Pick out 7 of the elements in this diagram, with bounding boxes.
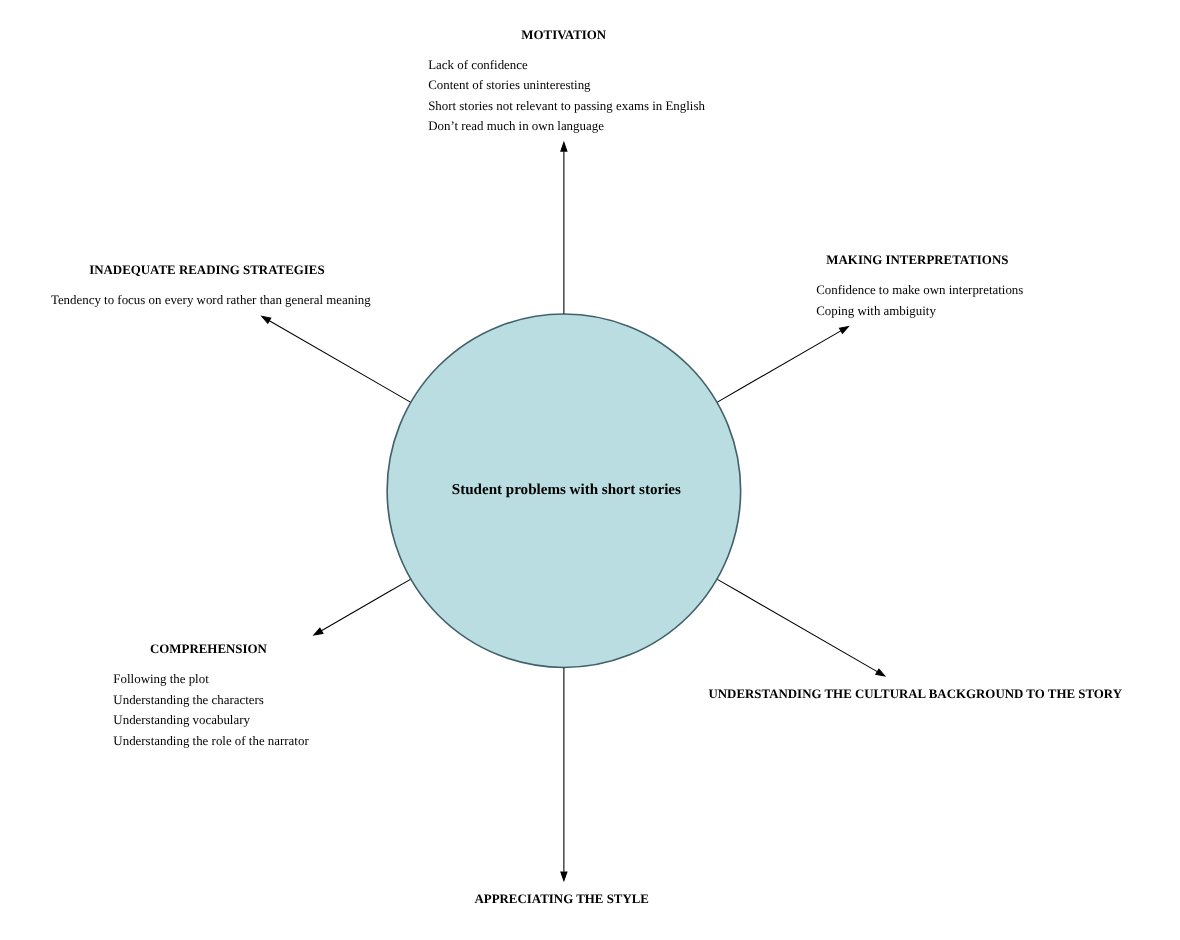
arrow xyxy=(560,667,568,883)
arrow xyxy=(560,140,568,315)
arrow xyxy=(312,578,411,636)
arrow xyxy=(716,578,887,677)
node-circle: Student problems with short stories xyxy=(386,313,742,669)
arrow xyxy=(716,325,850,403)
arrow xyxy=(260,315,411,403)
